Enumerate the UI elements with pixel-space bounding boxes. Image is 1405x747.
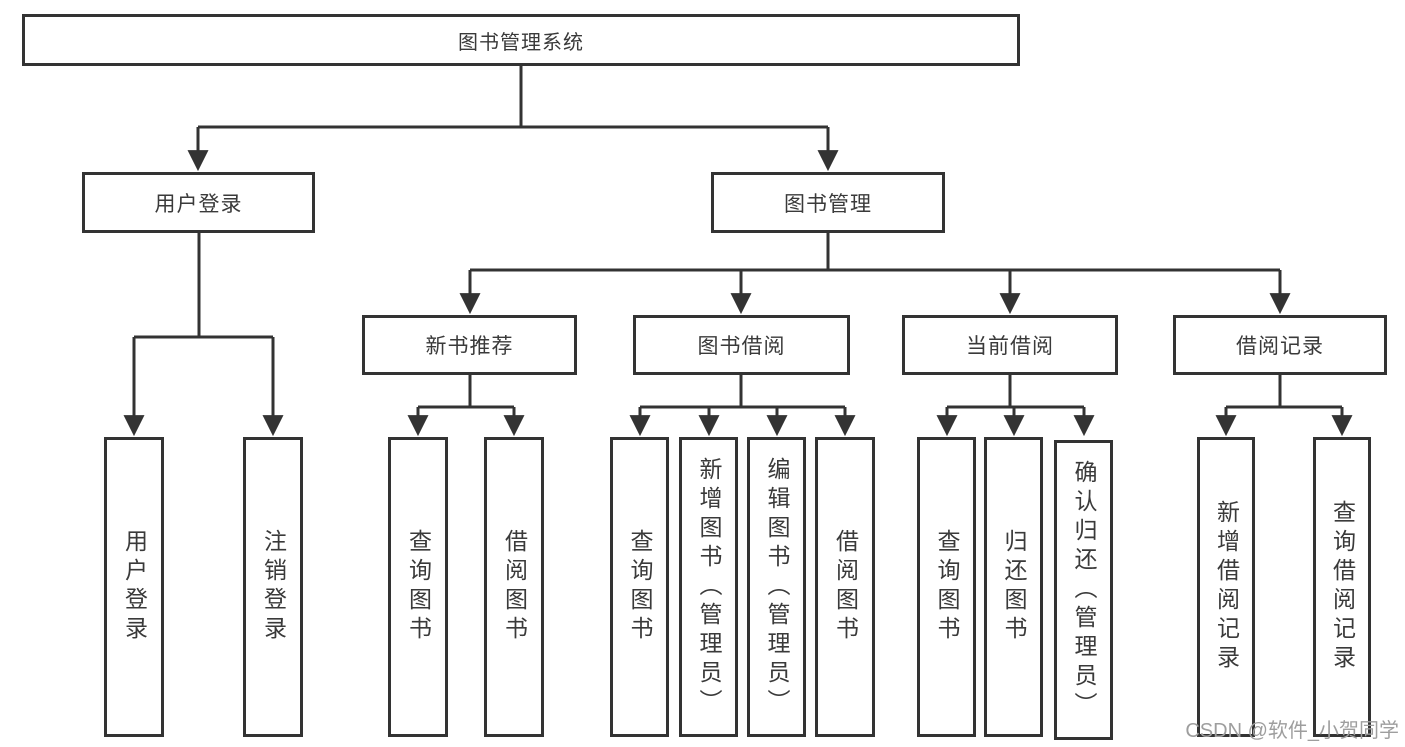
node-user-login: 用户登录 [82,172,315,233]
node-label: 借阅记录 [1236,335,1324,358]
node-logout: 注销登录 [243,437,303,737]
node-label: 归还图书 [1001,529,1027,645]
node-add-borrow-record: 新增借阅记录 [1197,437,1255,737]
node-query-books: 查询图书 [917,437,976,737]
node-return-books: 归还图书 [984,437,1043,737]
node-label: 注销登录 [260,529,287,645]
node-label: 编辑图书（管理员） [764,456,790,718]
node-user-login-leaf: 用户登录 [104,437,164,737]
node-label: 当前借阅 [966,335,1054,358]
node-new-book-recommend: 新书推荐 [362,315,577,375]
node-borrow-books: 借阅图书 [815,437,875,737]
node-library-management-system: 图书管理系统 [22,14,1020,66]
node-label: 借阅图书 [501,529,528,645]
node-label: 用户登录 [154,192,243,216]
node-label: 新增图书（管理员） [696,456,722,718]
node-label: 查询图书 [405,529,432,645]
node-confirm-return-admin: 确认归还（管理员） [1054,440,1113,740]
node-label: 图书管理 [784,192,872,216]
node-query-borrow-record: 查询借阅记录 [1313,437,1371,737]
node-add-books-admin: 新增图书（管理员） [679,437,738,737]
node-label: 新增借阅记录 [1213,500,1240,674]
node-current-borrowing: 当前借阅 [902,315,1118,375]
node-borrow-books: 借阅图书 [484,437,544,737]
node-label: 查询借阅记录 [1329,500,1356,674]
node-edit-books-admin: 编辑图书（管理员） [747,437,806,737]
node-label: 新书推荐 [425,335,514,358]
node-label: 图书借阅 [697,335,786,358]
node-query-books: 查询图书 [610,437,669,737]
node-label: 确认归还（管理员） [1071,459,1097,721]
node-label: 用户登录 [121,529,148,645]
node-label: 查询图书 [934,529,960,645]
node-book-management: 图书管理 [711,172,945,233]
node-label: 图书管理系统 [458,31,584,54]
node-borrowing-records: 借阅记录 [1173,315,1387,375]
node-label: 查询图书 [627,529,653,645]
node-book-borrowing: 图书借阅 [633,315,850,375]
node-query-books: 查询图书 [388,437,448,737]
node-label: 借阅图书 [832,529,859,645]
